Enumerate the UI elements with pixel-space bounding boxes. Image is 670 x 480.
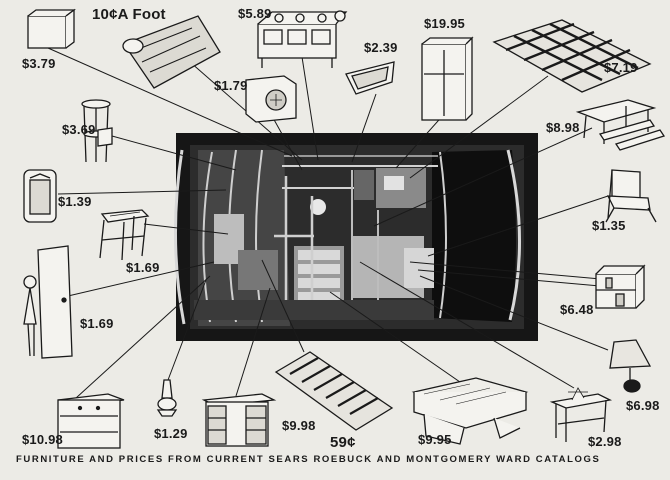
price-door: $1.69 <box>80 316 114 331</box>
price-desk: $9.98 <box>282 418 316 433</box>
page-caption: FURNITURE AND PRICES FROM CURRENT SEARS … <box>16 454 601 465</box>
price-radio: $1.79 <box>214 78 248 93</box>
price-cabinet: $19.95 <box>424 16 465 31</box>
price-folding-chair: $1.35 <box>592 218 626 233</box>
dresser-illustration <box>57 393 125 449</box>
desk-illustration <box>201 393 277 447</box>
medicine-cabinet-illustration <box>23 169 57 223</box>
price-side-table: $2.98 <box>588 434 622 449</box>
price-rolled-rug: 10¢A Foot <box>92 6 166 23</box>
woven-stool-illustration <box>99 209 150 261</box>
oil-lamp-illustration <box>156 379 178 417</box>
price-woven-stool: $1.69 <box>126 260 160 275</box>
rolled-rug-illustration <box>122 15 221 89</box>
bed-illustration <box>411 377 529 445</box>
leader-lines <box>47 43 613 399</box>
plaid-blanket-illustration <box>492 19 652 93</box>
side-table-illustration <box>549 387 613 442</box>
stove-illustration <box>257 10 348 68</box>
price-bed: $9.95 <box>418 432 452 447</box>
price-stove: $5.89 <box>238 6 272 21</box>
price-shelf: $6.48 <box>560 302 594 317</box>
cabinet-illustration <box>421 36 474 121</box>
folding-chair-illustration <box>605 169 657 223</box>
table-lamp-illustration <box>609 339 652 393</box>
price-runner-rug: 59¢ <box>330 434 356 451</box>
radio-illustration <box>245 75 297 123</box>
price-plaid-blanket: $7.19 <box>604 60 638 75</box>
runner-rug-illustration <box>274 351 394 431</box>
door-illustration <box>23 245 73 359</box>
plant-stand-illustration <box>81 99 113 163</box>
stool-illustration <box>27 8 76 49</box>
price-medicine-cabinet: $1.39 <box>58 194 92 209</box>
price-stool: $3.79 <box>22 56 56 71</box>
shelf-illustration <box>595 264 646 309</box>
picnic-table-illustration <box>575 99 666 151</box>
dish-pan-illustration <box>345 61 395 95</box>
price-table-lamp: $6.98 <box>626 398 660 413</box>
price-plant-stand: $3.69 <box>62 122 96 137</box>
price-dresser: $10.98 <box>22 432 63 447</box>
price-oil-lamp: $1.29 <box>154 426 188 441</box>
price-dish-pan: $2.39 <box>364 40 398 55</box>
price-picnic-table: $8.98 <box>546 120 580 135</box>
